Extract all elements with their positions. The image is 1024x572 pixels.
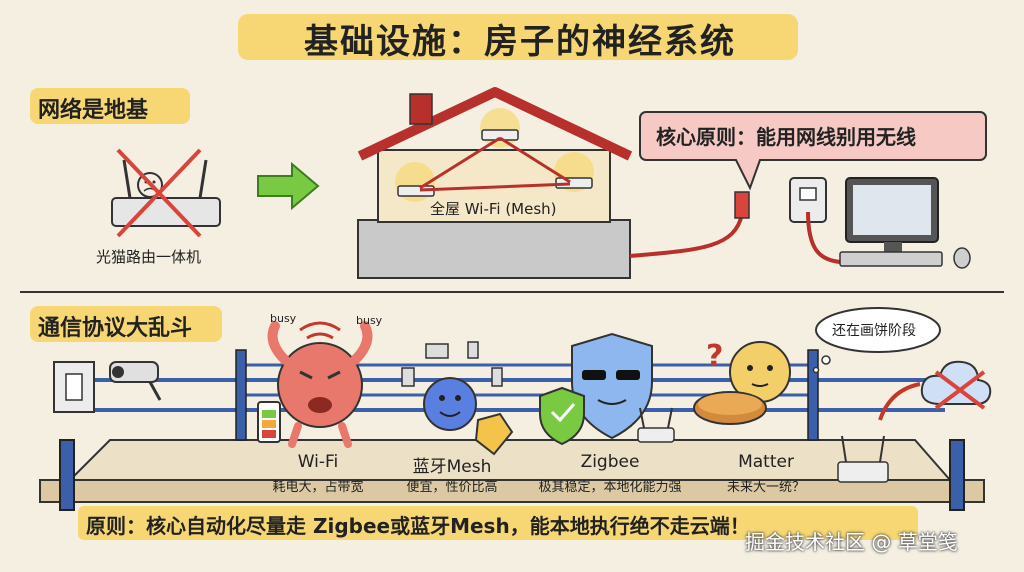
bad-router-label: 光猫路由一体机 xyxy=(96,248,202,266)
thought-bubble xyxy=(812,307,941,374)
bluetooth-character-icon xyxy=(401,341,503,431)
section1-highlight xyxy=(30,88,190,124)
protocol-desc: 便宜，性价比高 xyxy=(406,480,498,495)
mesh-label: 全屋 Wi-Fi (Mesh) xyxy=(430,200,557,218)
security-camera-icon xyxy=(109,361,162,401)
protocol-desc: 未来大一统？ xyxy=(726,480,805,495)
bad-router-icon xyxy=(111,148,221,238)
section2-highlight xyxy=(30,306,222,342)
mesh-cable xyxy=(419,136,571,192)
protocol-desc: 极其稳定，本地化能力强 xyxy=(538,480,682,495)
footer-highlight xyxy=(78,506,918,540)
ethernet-plug-icon xyxy=(734,191,750,219)
principle-bubble xyxy=(639,111,987,191)
protocol-name: 蓝牙Mesh xyxy=(412,457,492,477)
ethernet-cable xyxy=(629,200,744,258)
pie-icon xyxy=(693,391,767,425)
battery-icon xyxy=(257,401,281,443)
arrow-curved-icon xyxy=(878,382,921,421)
pc-cable xyxy=(806,211,841,264)
wifi-signal-icon xyxy=(299,321,341,340)
protocol-name: Wi-Fi xyxy=(297,452,339,472)
section1-heading: 网络是地基 xyxy=(38,98,149,123)
protocol-name: Matter xyxy=(738,452,794,472)
arrow-right-icon xyxy=(257,161,320,211)
title-highlight xyxy=(238,14,798,60)
footer-principle: 原则：核心自动化尽量走 Zigbee或蓝牙Mesh，能本地执行绝不走云端！ xyxy=(86,514,750,538)
wall-outlet-icon xyxy=(789,177,827,223)
zigbee-hub-icon xyxy=(637,407,675,443)
protocol-desc: 耗电大，占带宽 xyxy=(272,480,364,495)
wall-switch-icon xyxy=(53,361,95,413)
local-hub-icon xyxy=(837,435,889,483)
principle-text: 核心原则：能用网线别用无线 xyxy=(656,125,916,149)
thought-bubble-text: 还在画饼阶段 xyxy=(832,323,916,339)
page-title: 基础设施：房子的神经系统 xyxy=(304,22,736,62)
check-shield-icon xyxy=(539,386,585,446)
price-tag-icon xyxy=(474,412,514,456)
question-mark-icon: ? xyxy=(706,339,723,374)
zigbee-shield-icon xyxy=(571,332,653,440)
desktop-computer-icon xyxy=(839,177,971,269)
busy-label: busy xyxy=(270,312,297,325)
protocol-name: Zigbee xyxy=(580,452,640,472)
watermark: 掘金技术社区 @ 草堂笺 xyxy=(745,530,958,554)
section2-heading: 通信协议大乱斗 xyxy=(38,316,193,341)
busy-label: busy xyxy=(356,314,383,327)
wifi-character-icon xyxy=(267,321,373,448)
cloud-crossed-icon xyxy=(920,360,992,410)
